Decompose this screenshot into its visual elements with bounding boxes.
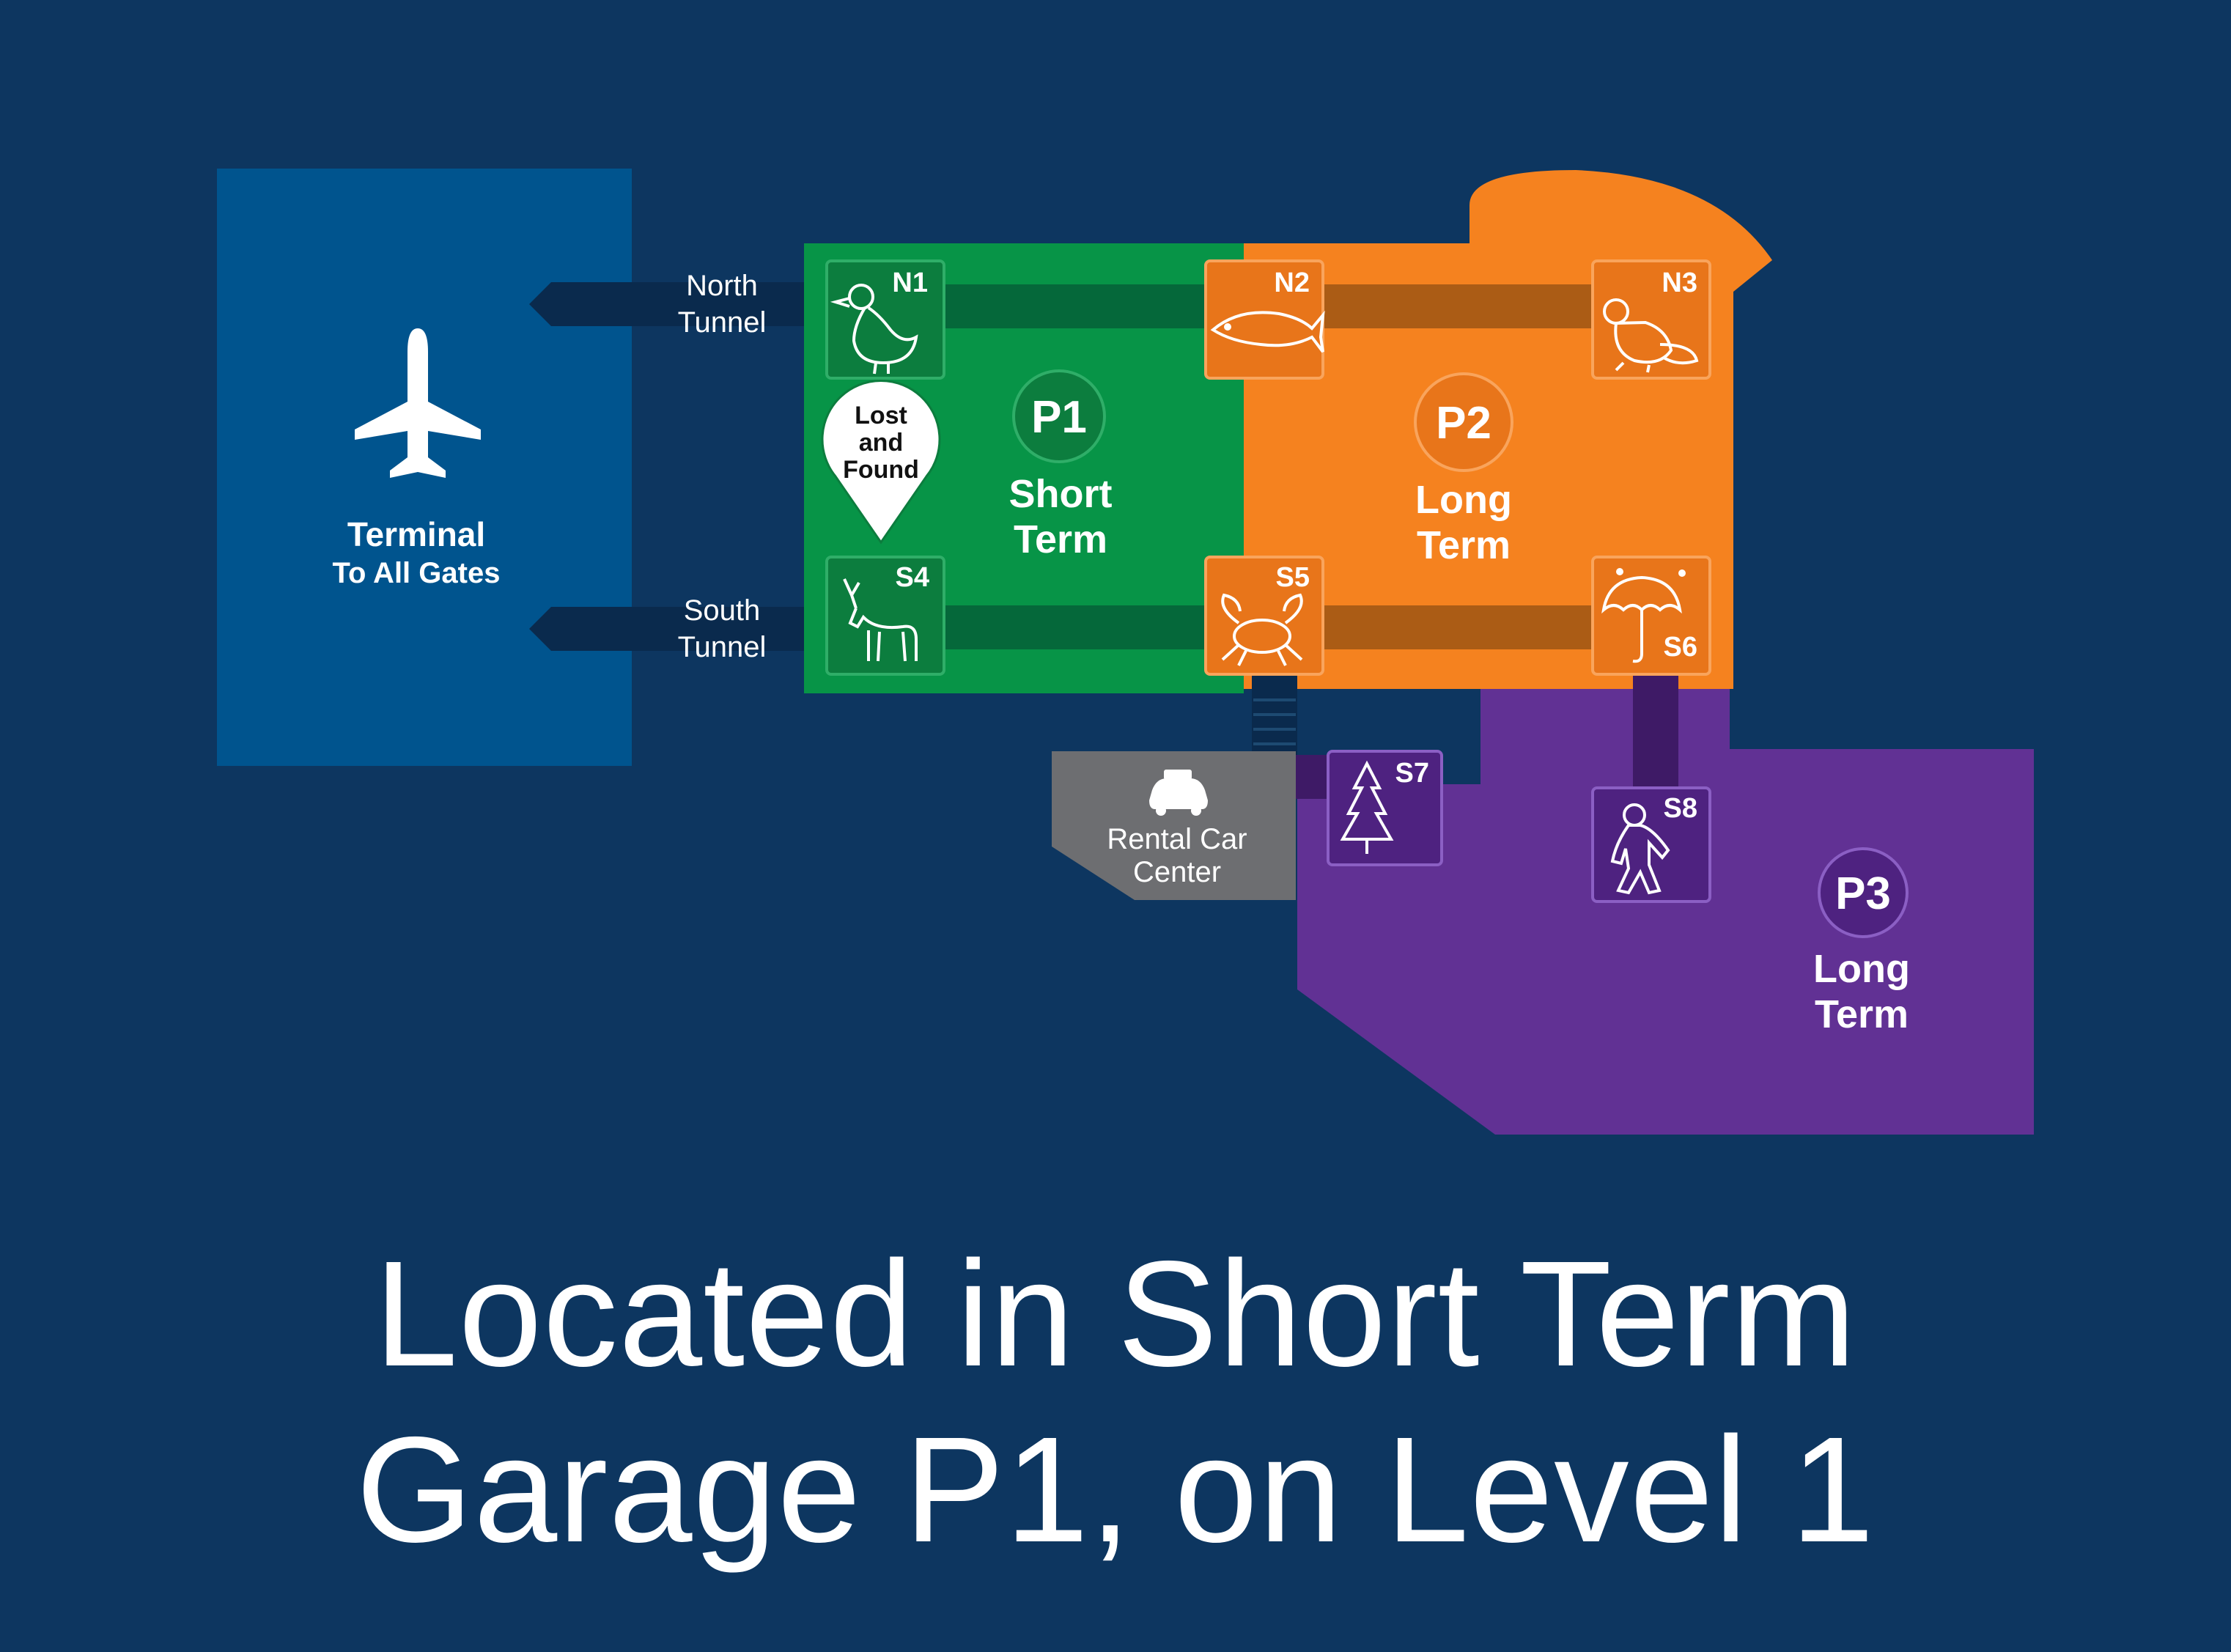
elevator-s8[interactable]: S8 — [1591, 786, 1711, 903]
elevator-s6[interactable]: S6 — [1591, 556, 1711, 676]
p2-label: P2 Long Term — [1414, 372, 1513, 567]
location-caption-line2: Garage P1, on Level 1 — [355, 1406, 1876, 1574]
elevator-code: N2 — [1274, 268, 1310, 298]
p1-badge: P1 — [1031, 392, 1087, 443]
p1-type-line1: Short — [1009, 472, 1113, 516]
p3-badge: P3 — [1835, 869, 1891, 919]
elevator-code: S8 — [1664, 793, 1697, 824]
location-caption-line1: Located in Short Term — [374, 1230, 1857, 1398]
elevator-code: N3 — [1662, 268, 1697, 298]
lost-and-found-marker[interactable]: Lost and Found — [821, 380, 941, 545]
lost-and-found-label-3: Found — [843, 456, 919, 484]
duck-icon — [830, 284, 918, 375]
stairs-lines — [1253, 698, 1296, 745]
rental-car-label: Rental Car — [1107, 823, 1247, 855]
lost-and-found-label-2: and — [859, 429, 903, 457]
north-tunnel-label-2: Tunnel — [678, 306, 767, 339]
rental-car-label-2: Center — [1133, 856, 1221, 888]
elevator-s5[interactable]: S5 — [1204, 556, 1324, 676]
elevator-code: S4 — [896, 562, 929, 593]
tree-icon — [1340, 760, 1394, 854]
south-tunnel-label-2: Tunnel — [678, 631, 767, 663]
bigfoot-icon — [1610, 803, 1670, 895]
p2-badge: P2 — [1436, 398, 1491, 449]
p3-garage-area[interactable] — [1297, 689, 2034, 1135]
car-icon — [1149, 770, 1208, 816]
salmon-icon — [1210, 310, 1325, 353]
north-walkway-p2 — [1312, 284, 1598, 328]
north-tunnel-arrow — [529, 282, 806, 326]
south-walkway-p1 — [931, 605, 1224, 649]
elevator-n1[interactable]: N1 — [825, 259, 945, 380]
south-tunnel-label: South — [684, 594, 761, 627]
elevator-s4[interactable]: S4 — [825, 556, 945, 676]
p1-label: P1 Short Term — [1009, 369, 1113, 561]
elevator-code: S5 — [1276, 562, 1310, 593]
terminal-title: Terminal — [347, 515, 485, 553]
terminal-subtitle: To All Gates — [333, 557, 501, 589]
north-tunnel-label: North — [686, 270, 758, 302]
elevator-code: N1 — [892, 268, 928, 298]
lost-and-found-label: Lost — [855, 402, 907, 429]
elevator-n3[interactable]: N3 — [1591, 259, 1711, 380]
umbrella-icon — [1601, 568, 1686, 663]
south-tunnel-arrow — [529, 607, 806, 651]
p3-label: P3 Long Term — [1813, 847, 1910, 1036]
s6-s8-connector — [1633, 674, 1678, 792]
airplane-icon — [355, 328, 481, 478]
south-walkway-p2 — [1312, 605, 1598, 649]
crab-icon — [1221, 593, 1303, 666]
elevator-code: S7 — [1395, 758, 1429, 789]
rental-car-center-area[interactable] — [1052, 751, 1296, 900]
elevator-code: S6 — [1664, 632, 1697, 663]
elevator-n2[interactable]: N2 — [1204, 259, 1325, 380]
p2-type-line2: Term — [1417, 523, 1511, 567]
beaver-icon — [1603, 298, 1699, 373]
elevator-s7[interactable]: S7 — [1327, 750, 1443, 866]
p3-type-line2: Term — [1815, 992, 1909, 1036]
p1-type-line2: Term — [1014, 517, 1107, 561]
p3-type-line1: Long — [1813, 947, 1910, 991]
elk-icon — [843, 578, 918, 662]
p2-type-line1: Long — [1415, 478, 1512, 522]
north-walkway-p1 — [931, 284, 1224, 328]
